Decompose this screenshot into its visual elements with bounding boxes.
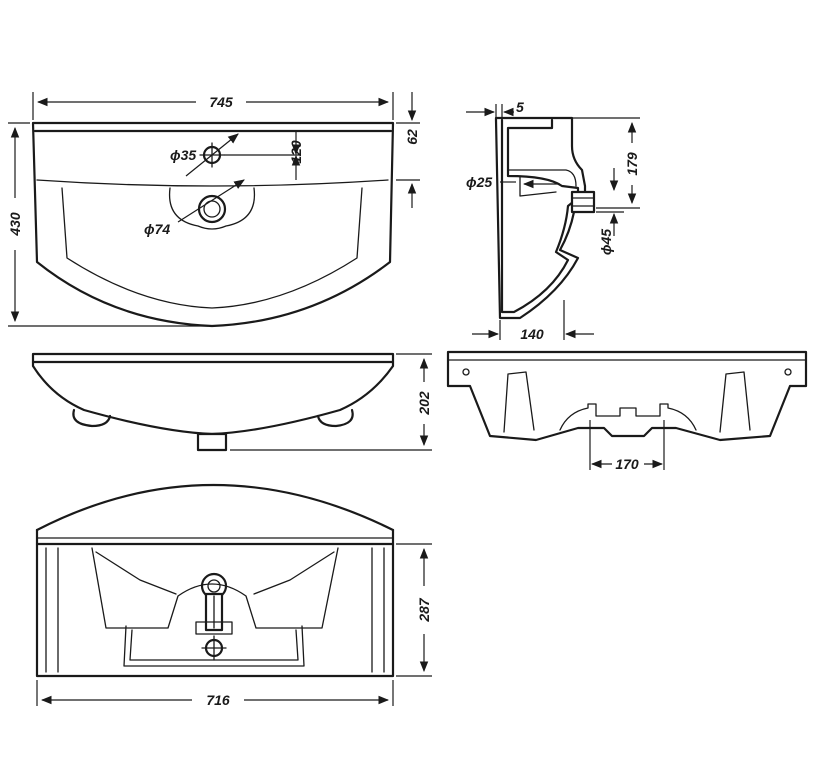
right-foot	[316, 408, 354, 428]
left-mounting-hole	[462, 368, 470, 376]
drain-diameter-label: ϕ74	[144, 221, 170, 237]
top-depth-label: 430	[7, 212, 23, 237]
front-height-label: 202	[416, 391, 432, 416]
left-rib	[503, 371, 535, 433]
rear-section-outline	[446, 350, 808, 442]
right-mounting-hole	[784, 368, 792, 376]
rear-section-view: 170	[446, 350, 808, 472]
overflow-channel	[507, 169, 577, 187]
front-view: 202	[31, 352, 432, 452]
side-section-outer	[494, 116, 587, 320]
tap-hole-diameter-label: ϕ35	[170, 147, 196, 163]
left-foot	[72, 408, 112, 428]
top-view-outline	[31, 121, 395, 328]
outlet-height-label: 179	[624, 152, 640, 176]
front-waste-stub	[196, 432, 228, 452]
rear-drain-contour	[559, 403, 697, 431]
right-rib	[719, 371, 751, 433]
top-view-shelf-edge	[36, 179, 389, 187]
overflow-diameter-label: ϕ25	[466, 174, 492, 190]
projection-label: 140	[520, 326, 544, 342]
front-view-outline	[31, 352, 395, 436]
side-section-view: 5 179 ϕ25 ϕ45 140	[466, 99, 640, 342]
top-width-label: 745	[209, 94, 233, 110]
bottom-tap-hole-icon	[201, 635, 227, 661]
bottom-drain-icon	[195, 572, 233, 635]
bottom-depth-label: 287	[416, 597, 432, 623]
bottom-view-outline	[35, 528, 395, 678]
bottom-width-label: 716	[206, 692, 230, 708]
tap-offset-label: 120	[288, 140, 304, 164]
waste-outlet	[570, 190, 596, 214]
rim-depth-label: 62	[404, 129, 420, 145]
bottom-view-arch	[35, 483, 395, 532]
wall-thickness-label: 5	[516, 99, 524, 115]
top-view: 745 430 62 120 ϕ35 ϕ74	[7, 92, 420, 328]
top-view-bowl	[61, 187, 363, 309]
top-view-drain-recess	[168, 187, 256, 230]
hole-spacing-label: 170	[615, 456, 639, 472]
bottom-view: 287 716	[35, 483, 432, 708]
bottom-bowl-underside	[91, 547, 339, 629]
side-section-inner	[500, 118, 580, 314]
waste-diameter-label: ϕ45	[598, 229, 614, 255]
